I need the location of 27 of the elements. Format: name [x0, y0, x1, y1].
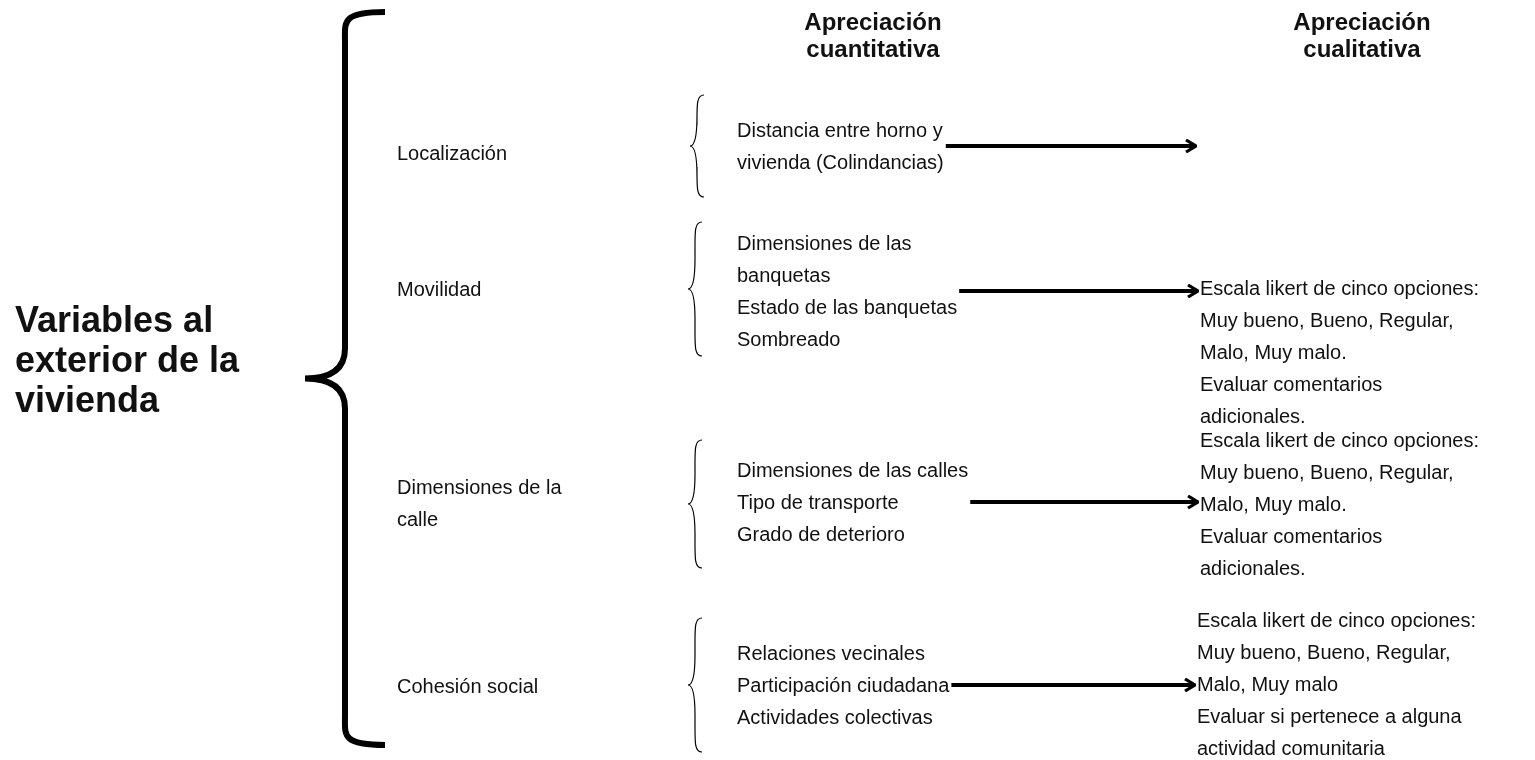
topic-label: Variables al exterior de la vivienda — [15, 300, 241, 420]
indicator-text: Estado de las banquetas — [737, 295, 958, 320]
indicator-text: Relaciones vecinales — [737, 641, 925, 666]
indicator-text: Actividades colectivas — [737, 705, 933, 730]
indicator-text: Tipo de transporte — [737, 490, 899, 515]
rating-scale-text: Escala likert de cinco opciones: Muy bueno, Bueno, Regular, Malo, Muy malo. — [1200, 428, 1481, 517]
indicator-text: Sombreado — [737, 327, 841, 352]
category-label: Localización — [397, 141, 508, 166]
indicator-text: Dimensiones de las calles — [737, 458, 969, 483]
indicator-text: Dimensiones de las banquetas — [737, 231, 913, 288]
arrow — [945, 138, 1198, 154]
evaluation-note: Evaluar comentarios adicionales. — [1200, 372, 1384, 429]
category-label: Cohesión social — [397, 674, 539, 699]
rating-scale-text: Escala likert de cinco opciones: Muy bueno, Bueno, Regular, Malo, Muy malo — [1197, 608, 1478, 697]
category-label: Dimensiones de la calle — [397, 475, 563, 532]
arrow — [951, 677, 1197, 693]
column-header: Apreciación cuantitativa — [803, 8, 943, 62]
evaluation-note: Evaluar si pertenece a alguna actividad comunitaria — [1197, 704, 1463, 760]
indicator-text: Distancia entre horno y vivienda (Colindancias) — [737, 118, 945, 175]
arrow — [959, 283, 1200, 299]
indicator-text: Grado de deterioro — [737, 522, 905, 547]
arrow — [970, 494, 1200, 510]
category-label: Movilidad — [397, 277, 482, 302]
rating-scale-text: Escala likert de cinco opciones: Muy bueno, Bueno, Regular, Malo, Muy malo. — [1200, 276, 1481, 365]
evaluation-note: Evaluar comentarios adicionales. — [1200, 524, 1384, 581]
indicator-text: Participación ciudadana — [737, 673, 950, 698]
column-header: Apreciación cualitativa — [1292, 8, 1432, 62]
